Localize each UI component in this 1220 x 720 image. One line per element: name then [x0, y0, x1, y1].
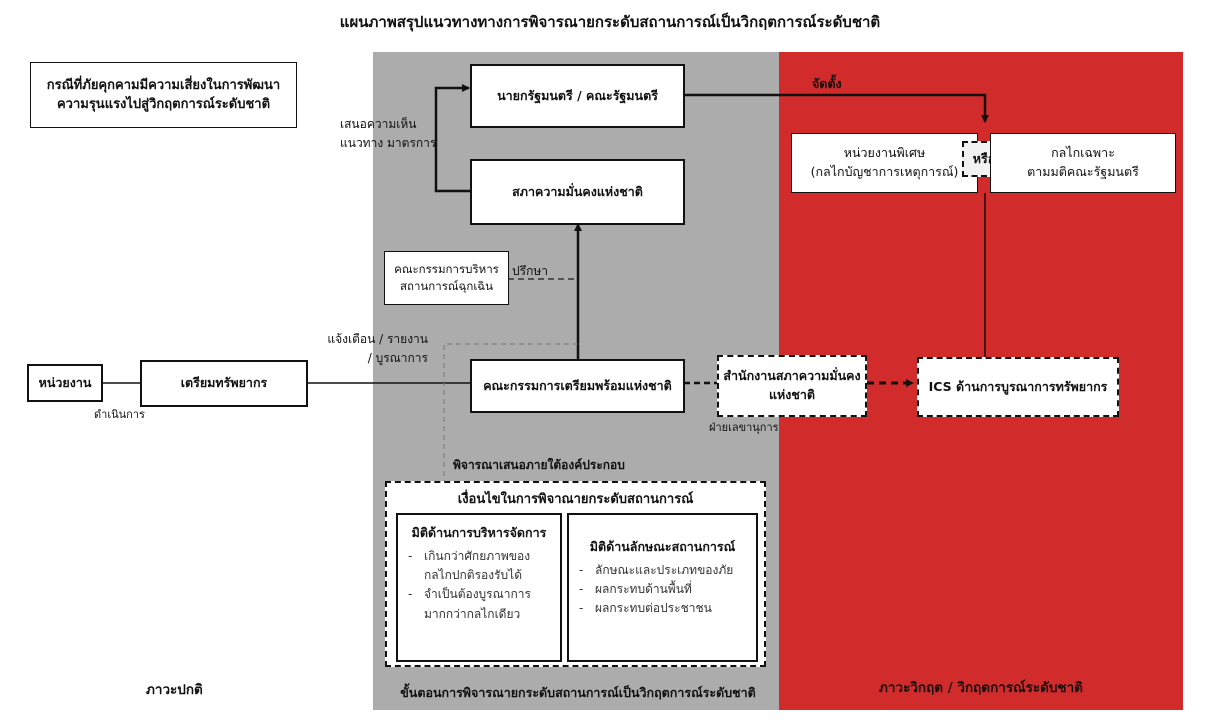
- emergency-committee-line1: คณะกรรมการบริหาร: [394, 261, 499, 276]
- warn-label-line2: / บูรณาการ: [367, 350, 428, 365]
- pm-cabinet-label: นายกรัฐมนตรี / คณะรัฐมนตรี: [497, 87, 658, 103]
- or-label: หรือ: [972, 150, 996, 166]
- pm-cabinet-box: นายกรัฐมนตรี / คณะรัฐมนตรี: [470, 64, 685, 128]
- national-prep-committee-box: คณะกรรมการเตรียมพร้อมแห่งชาติ: [470, 359, 685, 413]
- propose-label-line2: แนวทาง มาตรการ: [340, 135, 437, 150]
- consider-label: พิจารณาเสนอภายใต้องค์ประกอบ: [453, 458, 625, 472]
- management-item: จำเป็นต้องบูรณาการมากกว่ากลไกเดียว: [404, 585, 554, 623]
- nsc-label: สภาความมั่นคงแห่งชาติ: [512, 183, 643, 199]
- process-zone-label: ขั้นตอนการพิจารณายกระดับสถานการณ์เป็นวิก…: [400, 685, 756, 700]
- operate-label: ดำเนินการ: [94, 408, 145, 421]
- normal-zone-label: ภาวะปกติ: [146, 682, 203, 698]
- propose-label: เสนอความเห็น แนวทาง มาตรการ: [340, 115, 436, 152]
- consider-dashed-line: [443, 343, 578, 481]
- situation-dimension-title: มิติด้านลักษณะสถานการณ์: [589, 539, 736, 554]
- nsc-office-line1: สำนักงานสภาความมั่นคง: [723, 368, 861, 384]
- emergency-committee-line2: สถานการณ์ฉุกเฉิน: [399, 279, 493, 293]
- appoint-label: จัดตั้ง: [812, 76, 842, 91]
- conditions-box: เงื่อนไขในการพิจาณายกระดับสถานการณ์ มิติ…: [385, 481, 766, 667]
- situation-dimension-box: มิติด้านลักษณะสถานการณ์ ลักษณะและประเภทข…: [567, 513, 758, 662]
- propose-label-line1: เสนอความเห็น: [340, 117, 417, 131]
- special-unit-box: หน่วยงานพิเศษ (กลไกบัญชาการเหตุการณ์): [791, 133, 978, 193]
- consult-label: ปรึกษา: [512, 264, 548, 278]
- situation-item: ผลกระทบด้านพื้นที่: [575, 580, 750, 599]
- nsc-box: สภาความมั่นคงแห่งชาติ: [470, 159, 685, 225]
- page-title: แผนภาพสรุปแนวทางทางการพิจารณายกระดับสถาน…: [339, 13, 881, 31]
- nsc-to-pm-arrow: [434, 84, 471, 193]
- ics-box: ICS ด้านการบูรณาการทรัพยากร: [917, 357, 1119, 417]
- secretariat-label: ฝ่ายเลขานุการ: [709, 421, 779, 434]
- management-dimension-title: มิติด้านการบริหารจัดการ: [411, 525, 547, 540]
- special-unit-line2: (กลไกบัญชาการเหตุการณ์): [810, 164, 959, 179]
- pm-to-units-arrow: [684, 93, 989, 123]
- special-mechanism-line2: ตามมติคณะรัฐมนตรี: [1027, 164, 1139, 179]
- nsc-office-box: สำนักงานสภาความมั่นคง แห่งชาติ: [717, 355, 867, 417]
- agency-label: หน่วยงาน: [38, 374, 92, 390]
- nsc-office-line2: แห่งชาติ: [768, 387, 816, 402]
- case-box-line1: กรณีที่ภัยคุกคามมีความเสี่ยงในการพัฒนา: [46, 77, 281, 93]
- prepare-resources-label: เตรียมทรัพยากร: [180, 375, 268, 391]
- management-dimension-box: มิติด้านการบริหารจัดการ เกินกว่าศักยภาพข…: [396, 513, 562, 662]
- situation-item: ลักษณะและประเภทของภัย: [575, 561, 750, 580]
- ics-label: ICS ด้านการบูรณาการทรัพยากร: [928, 378, 1108, 394]
- special-mechanism-box: กลไกเฉพาะ ตามมติคณะรัฐมนตรี: [990, 133, 1176, 193]
- national-prep-committee-label: คณะกรรมการเตรียมพร้อมแห่งชาติ: [483, 377, 672, 393]
- agency-box: หน่วยงาน: [27, 364, 103, 402]
- conditions-title: เงื่อนไขในการพิจาณายกระดับสถานการณ์: [457, 492, 694, 507]
- prepare-resources-box: เตรียมทรัพยากร: [140, 360, 308, 407]
- special-unit-line1: หน่วยงานพิเศษ: [843, 145, 926, 161]
- management-item: เกินกว่าศักยภาพของกลไกปกติรองรับได้: [404, 547, 554, 585]
- special-mechanism-line1: กลไกเฉพาะ: [1051, 145, 1115, 161]
- emergency-committee-box: คณะกรรมการบริหาร สถานการณ์ฉุกเฉิน: [384, 251, 509, 305]
- crisis-zone-label: ภาวะวิกฤต / วิกฤตการณ์ระดับชาติ: [879, 680, 1083, 696]
- warn-label: แจ้งเตือน / รายงาน / บูรณาการ: [318, 330, 428, 367]
- situation-item: ผลกระทบต่อประชาชน: [575, 599, 750, 618]
- case-box-line2: ความรุนแรงไปสู่วิกฤตการณ์ระดับชาติ: [56, 97, 271, 112]
- case-box: กรณีที่ภัยคุกคามมีความเสี่ยงในการพัฒนา ค…: [30, 62, 297, 128]
- warn-label-line1: แจ้งเตือน / รายงาน: [327, 332, 428, 346]
